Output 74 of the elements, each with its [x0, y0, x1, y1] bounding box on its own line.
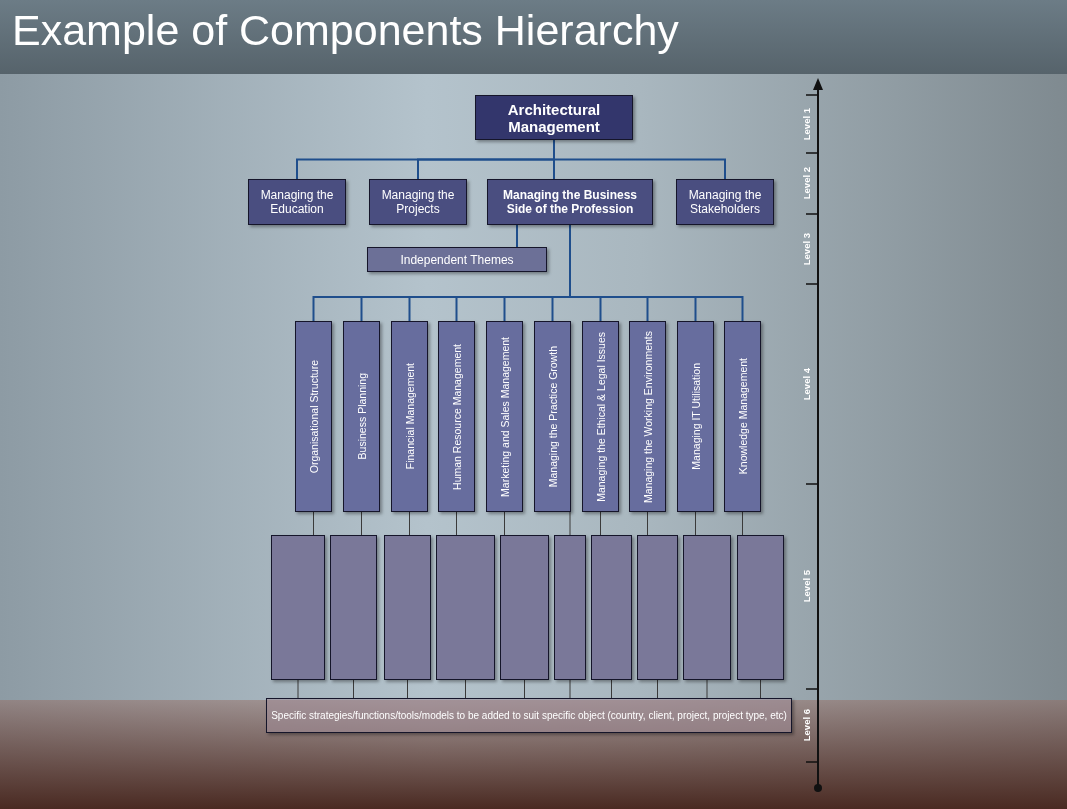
connector-line	[297, 679, 299, 699]
hierarchy-box	[369, 179, 467, 225]
blank-box	[271, 535, 325, 680]
connector-line	[760, 679, 761, 699]
node-label: Human Resource Management	[449, 343, 464, 490]
level-label: Level 5	[800, 570, 812, 603]
connector-line	[569, 679, 571, 699]
hierarchy-box	[438, 321, 475, 512]
level-label: Level 6	[800, 709, 812, 742]
node-label: Independent Themes	[399, 252, 515, 267]
blank-box	[737, 535, 784, 680]
connector-line	[353, 679, 354, 699]
hierarchy-box	[475, 95, 633, 140]
hierarchy-box	[487, 179, 653, 225]
hierarchy-box	[367, 247, 547, 272]
hierarchy-box	[343, 321, 380, 512]
connector-line	[313, 511, 314, 536]
connector-line	[465, 679, 466, 699]
blank-box	[683, 535, 731, 680]
hierarchy-box	[676, 179, 774, 225]
node-label: Business Planning	[354, 373, 369, 460]
blank-box	[637, 535, 678, 680]
level-label: Level 3	[800, 233, 812, 266]
connector-line	[647, 511, 648, 536]
node-label: Specific strategies/functions/tools/models to be added to suit specific object (country, client, project, project type, etc)	[270, 710, 788, 721]
connector-line	[600, 511, 601, 536]
hierarchy-box	[248, 179, 346, 225]
connector-line	[361, 511, 362, 536]
blank-box	[591, 535, 632, 680]
hierarchy-box	[677, 321, 714, 512]
blank-box	[554, 535, 586, 680]
connector-line	[611, 679, 612, 699]
node-label: Knowledge Management	[735, 358, 750, 475]
hierarchy-box	[724, 321, 761, 512]
level-label: Level 4	[800, 368, 812, 401]
hierarchy-box	[486, 321, 523, 512]
node-label: Financial Management	[402, 363, 417, 470]
connector-line	[706, 679, 708, 699]
connector-line	[657, 679, 658, 699]
node-label: Managing the Stakeholders	[687, 188, 763, 216]
hierarchy-box	[582, 321, 619, 512]
hierarchy-box	[629, 321, 666, 512]
node-label: Architectural Management	[506, 100, 602, 135]
connector-line	[409, 511, 410, 536]
blank-box	[436, 535, 495, 680]
level-label: Level 2	[800, 167, 812, 200]
note-box	[266, 698, 792, 733]
node-label: Managing the Ethical & Legal Issues	[593, 331, 608, 502]
connector-line	[569, 224, 744, 322]
connector-line	[504, 511, 505, 536]
title: Example of Components Hierarchy	[12, 6, 679, 55]
connector-line	[742, 511, 743, 536]
connector-line	[456, 511, 457, 536]
node-label: Managing the Working Environments	[640, 330, 655, 503]
hierarchy-box	[534, 321, 571, 512]
blank-box	[500, 535, 549, 680]
node-label: Managing the Education	[259, 188, 335, 216]
node-label: Marketing and Sales Management	[497, 336, 512, 497]
node-label: Managing IT Utilisation	[688, 363, 703, 470]
connector-line	[569, 511, 571, 536]
node-label: Managing the Business Side of the Profession	[502, 188, 638, 216]
blank-box	[384, 535, 431, 680]
hierarchy-box	[295, 321, 332, 512]
level-label: Level 1	[800, 108, 812, 141]
connector-line	[516, 224, 518, 248]
connector-line	[407, 679, 408, 699]
blank-box	[330, 535, 377, 680]
connector-line	[553, 139, 726, 180]
node-label: Organisational Structure	[306, 359, 321, 474]
node-label: Managing the Practice Growth	[545, 345, 560, 488]
node-label: Managing the Projects	[380, 188, 456, 216]
hierarchy-box	[391, 321, 428, 512]
connector-line	[695, 511, 696, 536]
connector-line	[524, 679, 525, 699]
